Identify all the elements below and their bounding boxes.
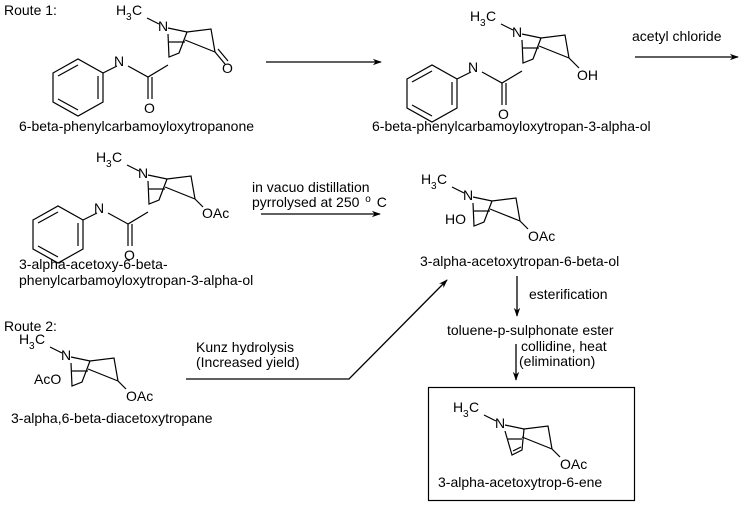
condition-increased-yield: (Increased yield) [196,354,300,370]
compound-2-name: 6-beta-phenylcarbamoyloxytropan-3-alpha-… [372,118,651,134]
svg-text:O: O [222,60,233,76]
svg-text:OH: OH [577,67,598,83]
compound-3-name-line2: phenylcarbamoyloxytropan-3-alpha-ol [19,272,253,288]
compound-4-structure: N H 3 C HO OAc [421,171,555,244]
compound-5-name: 3-alpha,6-beta-diacetoxytropane [11,410,213,426]
svg-text:O: O [124,247,135,263]
svg-text:N: N [138,165,148,181]
compound-6-name: toluene-p-sulphonate ester [447,322,614,338]
svg-text:O: O [144,100,155,116]
svg-text:H: H [19,331,29,347]
svg-text:C: C [486,8,496,24]
svg-text:H: H [96,149,106,165]
compound-2-structure: N H 3 C N O OH [406,8,598,123]
svg-text:H: H [470,8,480,24]
svg-text:AcO: AcO [34,371,61,387]
svg-text:3: 3 [106,159,112,170]
svg-text:N: N [512,24,522,40]
route2-label: Route 2: [4,318,57,334]
svg-text:H: H [116,2,126,18]
compound-1-name: 6-beta-phenylcarbamoyloxytropanone [19,118,254,134]
svg-text:3: 3 [431,181,437,192]
compound-7-name: 3-alpha-acetoxytrop-6-ene [438,474,602,490]
svg-text:H: H [421,171,431,187]
compound-7-structure: N H 3 C OAc [453,399,587,472]
svg-text:OAc: OAc [528,228,555,244]
svg-text:N: N [94,200,104,216]
svg-text:C: C [469,399,479,415]
svg-text:C: C [112,149,122,165]
reagent-acetyl-chloride: acetyl chloride [632,28,722,44]
svg-text:N: N [61,347,71,363]
svg-text:N: N [495,415,505,431]
condition-distillation: in vacuo distillation [252,179,370,195]
svg-text:3: 3 [126,12,132,23]
product-box [427,386,636,502]
svg-text:N: N [468,59,478,75]
svg-text:C: C [132,2,142,18]
compound-1-structure: N H 3 C N O O [52,2,233,117]
condition-kunz-hydrolysis: Kunz hydrolysis [196,339,294,355]
svg-text:N: N [114,53,124,69]
condition-esterification: esterification [529,286,608,302]
route1-label: Route 1: [4,2,57,18]
compound-4-name: 3-alpha-acetoxytropan-6-beta-ol [420,253,619,269]
svg-text:N: N [463,187,473,203]
condition-pyrolysis: pyrrolysed at 250 o C [252,189,387,210]
condition-collidine: collidine, heat [521,338,607,354]
svg-text:3: 3 [29,341,35,352]
svg-text:C: C [437,171,447,187]
svg-text:H: H [453,399,463,415]
svg-text:3: 3 [463,409,469,420]
compound-3-structure: N H 3 C N O OAc [32,149,229,264]
atom-n: N [158,18,168,34]
compound-3-name-line1: 3-alpha-acetoxy-6-beta- [19,256,168,272]
svg-text:C: C [35,331,45,347]
compound-5-structure: N H 3 C AcO OAc [19,331,153,404]
svg-text:OAc: OAc [202,205,229,221]
reaction-arrow-4 [186,279,448,380]
svg-text:O: O [498,106,509,122]
svg-text:OAc: OAc [126,388,153,404]
svg-text:HO: HO [445,211,466,227]
svg-text:OAc: OAc [560,456,587,472]
condition-elimination: (elimination) [519,353,595,369]
svg-text:3: 3 [480,18,486,29]
